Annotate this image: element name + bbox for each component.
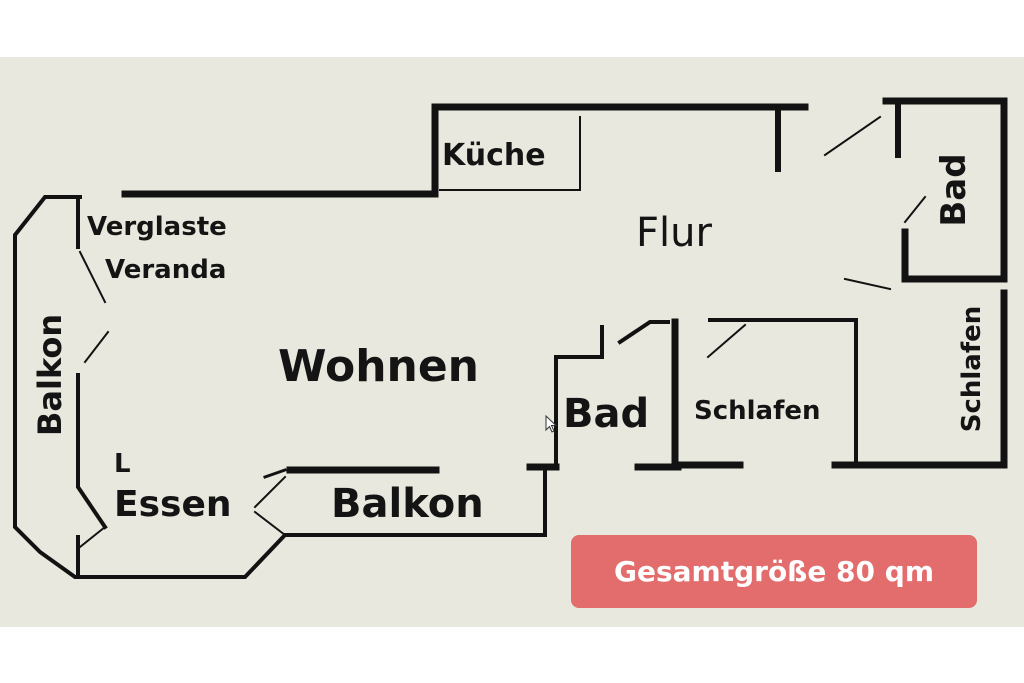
room-label-veranda-line1: Verglaste — [87, 212, 227, 242]
total-size-badge: Gesamtgröße 80 qm — [571, 535, 977, 608]
wall-flur-diag-top — [823, 115, 882, 157]
room-label-flur: Flur — [636, 210, 712, 256]
wall-veranda-diag-lower — [83, 330, 110, 364]
wall-flur-diag-bottom — [843, 277, 892, 291]
floor-plan-walls — [13, 97, 1008, 579]
wall-schlafen-diag — [706, 323, 747, 359]
wall-kueche-inner — [439, 116, 581, 191]
room-label-essen: Essen — [114, 484, 232, 525]
wall-bad-inner-diag — [903, 195, 927, 224]
wall-essen-diag-lower — [253, 510, 287, 537]
wall-essen-corner — [263, 468, 287, 479]
mouse-pointer-icon — [545, 415, 558, 433]
wall-essen-diag-left — [78, 525, 107, 549]
wall-bad-right — [882, 97, 1008, 283]
wall-balkon-inner-lower — [76, 373, 108, 530]
room-label-bad-middle: Bad — [563, 391, 650, 437]
wall-schlafen-middle — [708, 318, 858, 467]
room-label-bad-top: Bad — [934, 153, 974, 227]
room-label-balkon-bottom: Balkon — [331, 481, 484, 527]
room-label-schlafen-right: Schlafen — [957, 305, 987, 433]
wall-right-lower — [831, 289, 1008, 469]
walls — [13, 97, 1008, 579]
wall-top-main — [121, 103, 809, 198]
room-label-veranda-line2: Veranda — [105, 255, 227, 285]
floor-plan: Küche Flur Bad Verglaste Veranda Wohnen … — [0, 57, 1024, 627]
wall-veranda-diag-upper — [78, 250, 107, 304]
total-size-label: Gesamtgröße 80 qm — [614, 555, 934, 588]
room-label-wohnen: Wohnen — [278, 341, 480, 392]
wall-bad-middle-divider — [671, 318, 744, 469]
room-label-essen-mark: L — [114, 449, 131, 479]
room-label-balkon-left: Balkon — [31, 313, 69, 436]
wall-essen-diag-upper — [253, 475, 287, 509]
wall-bad-middle-left — [554, 325, 604, 469]
room-label-kueche: Küche — [442, 138, 546, 173]
room-label-schlafen-middle: Schlafen — [694, 396, 821, 426]
wall-bad-middle-top — [617, 320, 670, 345]
wall-balkon-bottom — [13, 195, 547, 579]
